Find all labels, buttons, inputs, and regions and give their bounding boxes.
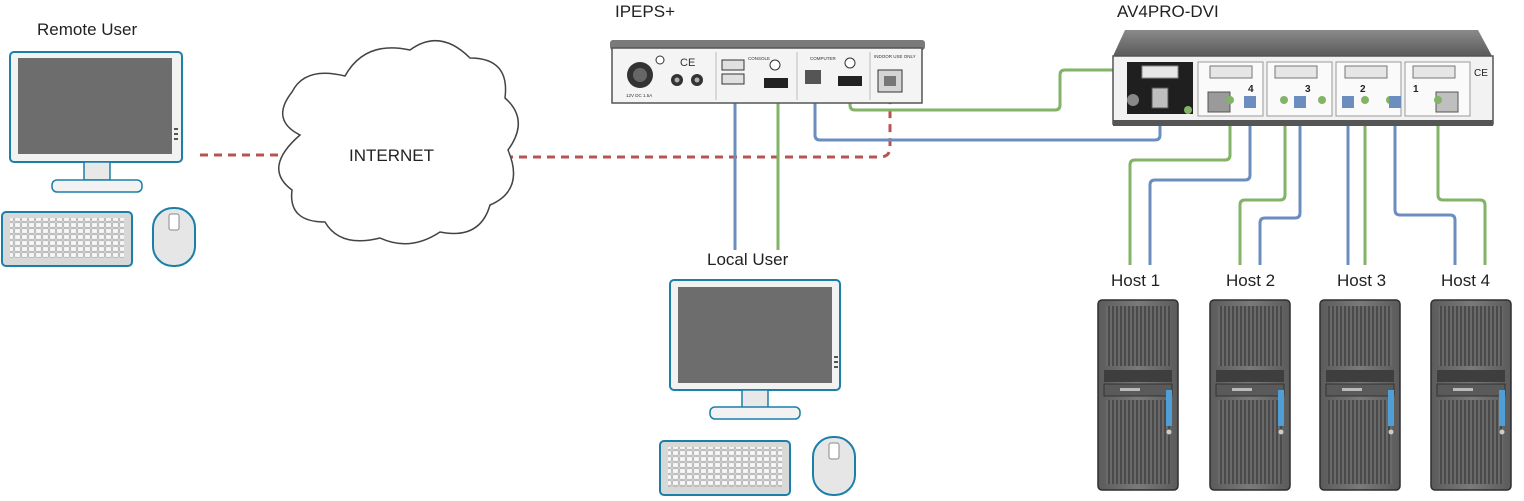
ipeps-device: CE 12V DC 1.5A CONSOLE COMPUTER INDOOR U… — [610, 40, 925, 104]
av4pro-port-3: 3 — [1266, 61, 1333, 117]
host2-usb-cable — [1258, 100, 1302, 265]
ipeps-console-hdmi-port — [764, 78, 788, 88]
local-monitor — [669, 279, 841, 420]
av4pro-console-section — [1127, 62, 1193, 114]
host4-usb-cable — [1393, 100, 1457, 265]
remote-monitor-screen — [18, 58, 172, 154]
ipeps-computer-hdmi-port — [838, 76, 862, 86]
internet-to-ipeps-link — [505, 92, 892, 159]
local-user-label: Local User — [707, 250, 789, 269]
av4pro-port-1-label: 1 — [1413, 84, 1419, 95]
ipeps-console-label: CONSOLE — [748, 56, 770, 61]
network-links — [200, 92, 892, 159]
remote-user-workstation — [1, 51, 196, 267]
remote-monitor — [9, 51, 183, 193]
host1-video-cable — [1128, 75, 1232, 265]
ipeps-computer-label: COMPUTER — [810, 56, 837, 61]
ipeps-power-label: 12V DC 1.5A — [626, 93, 652, 98]
host-4-tower — [1430, 299, 1512, 491]
ipeps-indoor-label: INDOOR USE ONLY — [874, 54, 916, 59]
ipeps-to-av4pro-usb-cable — [813, 85, 1162, 142]
svg-text:CE: CE — [1474, 68, 1488, 79]
ipeps-console-usb-ports — [721, 59, 745, 85]
av4pro-port-4-label: 4 — [1248, 84, 1254, 95]
host1-usb-cable — [1148, 100, 1252, 265]
host-3-label: Host 3 — [1337, 271, 1387, 290]
ipeps-computer-usb-port — [805, 70, 821, 84]
internet-label: INTERNET — [349, 146, 434, 165]
host4-video-cable — [1436, 75, 1487, 265]
local-user-workstation — [659, 279, 856, 496]
local-mouse — [812, 436, 856, 496]
power-connector — [627, 55, 665, 88]
av4pro-port-1: 1 — [1389, 61, 1471, 117]
av4pro-label: AV4PRO-DVI — [1117, 2, 1219, 21]
host-2-label: Host 2 — [1226, 271, 1276, 290]
av4pro-device: 4 3 2 1 CE — [1112, 30, 1494, 126]
remote-user-label: Remote User — [37, 20, 138, 39]
local-monitor-screen — [678, 287, 832, 383]
remote-mouse — [152, 207, 196, 267]
ipeps-label: IPEPS+ — [615, 2, 676, 21]
host-1-tower — [1097, 299, 1179, 491]
remote-keyboard — [1, 211, 133, 267]
host-3-tower — [1319, 299, 1401, 491]
host2-video-cable — [1238, 75, 1287, 265]
internet-cloud — [278, 39, 520, 245]
av4pro-port-3-label: 3 — [1305, 84, 1311, 95]
svg-text:CE: CE — [680, 57, 695, 69]
av4pro-port-4: 4 — [1197, 61, 1264, 117]
ipeps-to-av4pro-video-cable — [848, 68, 1148, 112]
host-2-tower — [1209, 299, 1291, 491]
usb-cables — [733, 80, 1457, 265]
av4pro-port-2-label: 2 — [1360, 84, 1366, 95]
local-keyboard — [659, 440, 791, 496]
host-4-label: Host 4 — [1441, 271, 1491, 290]
host-1-label: Host 1 — [1111, 271, 1161, 290]
